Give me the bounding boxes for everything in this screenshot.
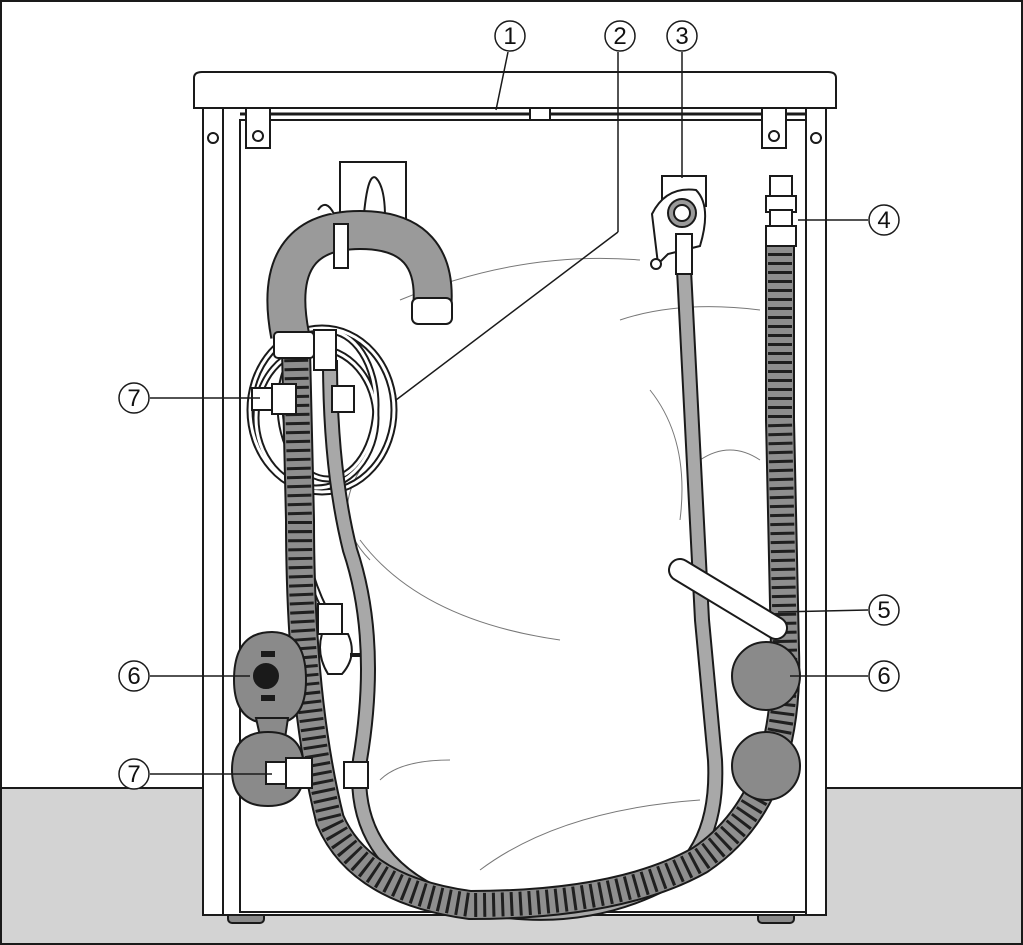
callout-5-label: 5	[877, 597, 890, 624]
drain-hose-connector	[765, 175, 797, 247]
inlet-valve	[650, 175, 707, 275]
callout-4: 4	[868, 204, 900, 236]
callout-4-label: 4	[877, 207, 890, 234]
callout-7-upper-label: 7	[127, 385, 140, 412]
hose-clip-lower	[265, 757, 369, 789]
callout-5: 5	[868, 594, 900, 626]
callout-7-upper: 7	[118, 382, 150, 414]
drain-hose-hook	[266, 203, 453, 339]
drain-hose-cuff	[273, 329, 337, 371]
callout-leader-lines	[150, 51, 869, 775]
callout-6-left: 6	[118, 660, 150, 692]
callout-2-label: 2	[613, 23, 626, 50]
callout-3: 3	[666, 20, 698, 52]
callout-6-right: 6	[868, 660, 900, 692]
callout-7-lower: 7	[118, 758, 150, 790]
callout-6-right-label: 6	[877, 663, 890, 690]
callout-1: 1	[494, 20, 526, 52]
hose-clip-upper	[251, 383, 355, 415]
lid-brackets	[245, 107, 787, 149]
callout-1-label: 1	[503, 23, 516, 50]
callout-3-label: 3	[675, 23, 688, 50]
top-lid	[193, 71, 837, 121]
callout-2: 2	[604, 20, 636, 52]
side-screws	[207, 132, 822, 144]
rubber-elbow	[668, 558, 788, 640]
callout-7-lower-label: 7	[127, 761, 140, 788]
callout-6-left-label: 6	[127, 663, 140, 690]
